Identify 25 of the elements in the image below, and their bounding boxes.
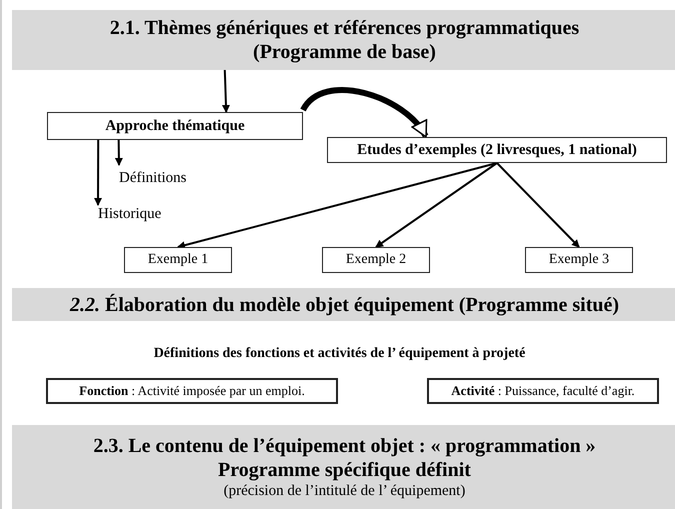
process-box: Etudes d’exemples (2 livresques, 1 national)	[327, 137, 667, 163]
section-heading: 2.2. Élaboration du modèle objet équipement (Programme situé)	[70, 292, 620, 316]
process-box: Exemple 2	[322, 247, 430, 273]
curved-arrow	[300, 87, 428, 138]
subheading: Définitions des fonctions et activités de l’ équipement à projeté	[152, 346, 526, 362]
section-band	[12, 10, 675, 70]
bare-text: Historique	[98, 206, 162, 223]
arrow	[114, 140, 123, 166]
arrow	[375, 162, 498, 248]
process-box: Approche thématique	[47, 112, 303, 140]
process-box: Exemple 1	[124, 247, 232, 273]
process-box: Activité : Puissance, faculté d’agir.	[427, 378, 659, 404]
arrow	[177, 162, 498, 250]
process-box: Exemple 3	[525, 247, 633, 273]
section-heading: (précision de l’intitulé de l’ équipement)	[224, 482, 466, 500]
arrow	[94, 140, 102, 206]
section-heading: 2.1. Thèmes génériques et références programmatiques (Programme de base)	[108, 16, 580, 64]
bare-text: Définitions	[119, 170, 186, 187]
section-heading: Programme spécifique définit	[218, 458, 471, 482]
section-heading: 2.3. Le contenu de l’équipement objet : « programmation »	[93, 434, 596, 458]
arrow	[496, 162, 580, 248]
section-band	[12, 425, 675, 509]
process-box: Fonction : Activité imposée par un emploi.	[46, 378, 338, 404]
arrow	[222, 70, 230, 113]
section-band	[12, 288, 675, 321]
